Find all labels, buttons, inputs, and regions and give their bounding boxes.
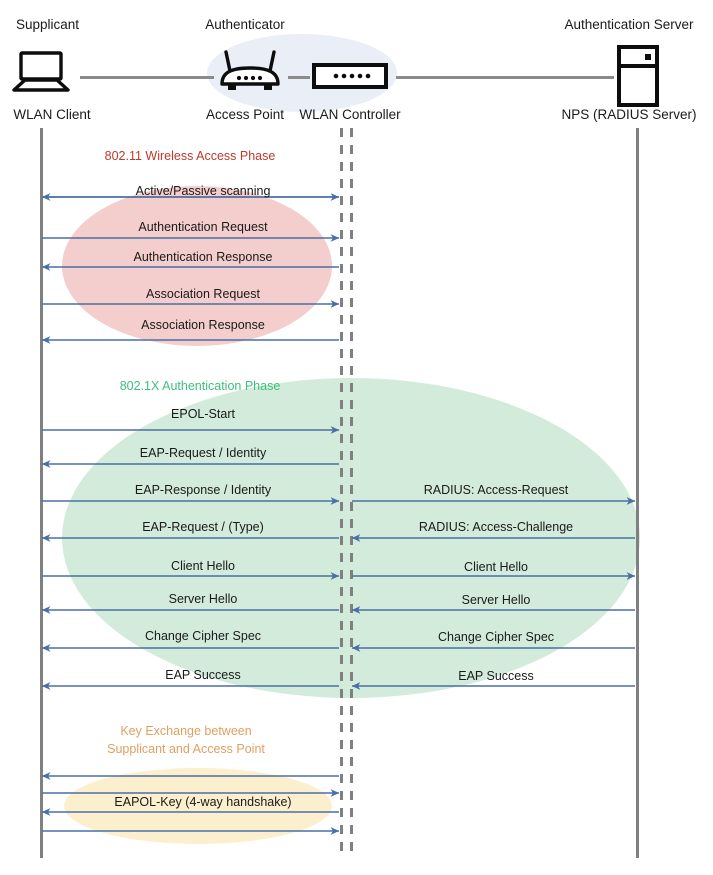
label-radius-access-challenge: RADIUS: Access-Challenge <box>418 520 574 534</box>
actor-auth-server-role: Authentication Server <box>564 17 694 32</box>
label-server-hello-left: Server Hello <box>168 592 238 606</box>
actor-supplicant-name-wrap: WLAN Client <box>0 108 104 122</box>
label-eap-request-identity: EAP-Request / Identity <box>139 446 267 460</box>
label-association-response: Association Response <box>141 318 265 332</box>
wire-controller-to-server <box>396 76 614 79</box>
actor-access-point: Authenticator <box>190 18 300 32</box>
actor-access-point-name: Access Point <box>205 107 285 122</box>
label-association-request: Association Request <box>146 287 260 301</box>
label-change-cipher-spec-right: Change Cipher Spec <box>437 630 555 644</box>
label-eap-request-type: EAP-Request / (Type) <box>142 520 264 534</box>
actor-auth-server-name: NPS (RADIUS Server) <box>561 107 697 122</box>
label-client-hello-right: Client Hello <box>464 560 528 574</box>
wire-ap-to-controller <box>288 76 310 79</box>
label-eap-success-left: EAP Success <box>165 668 241 682</box>
label-radius-access-request: RADIUS: Access-Request <box>423 483 569 497</box>
actor-wlan-controller-name: WLAN Controller <box>299 107 401 122</box>
phase-802-1x-arrows <box>41 426 636 690</box>
wlan-controller-icon <box>312 62 388 97</box>
actor-wlan-controller-name-wrap: WLAN Controller <box>295 108 405 122</box>
phase-key-exchange-arrows <box>41 772 340 835</box>
label-eapol-start: EPOL-Start <box>171 407 235 421</box>
actor-supplicant-role: Supplicant <box>15 17 80 32</box>
label-eap-response-identity: EAP-Response / Identity <box>134 483 272 497</box>
actor-supplicant-name: WLAN Client <box>13 107 91 122</box>
phase-802-11-title: 802.11 Wireless Access Phase <box>104 149 276 163</box>
lifeline-supplicant <box>40 128 43 858</box>
wireless-access-point-icon <box>214 48 286 99</box>
server-rack-icon <box>616 45 660 112</box>
phase-802-11-ellipse <box>62 186 332 346</box>
lifeline-access-point <box>340 128 343 858</box>
phase-802-1x-title: 802.1X Authentication Phase <box>119 379 281 393</box>
label-active-passive-scanning: Active/Passive scanning <box>135 184 271 198</box>
wire-client-to-ap <box>80 76 214 79</box>
label-eapol-key-handshake: EAPOL-Key (4-way handshake) <box>114 795 292 809</box>
lifeline-wlan-controller <box>350 128 353 858</box>
label-server-hello-right: Server Hello <box>461 593 531 607</box>
label-authentication-request: Authentication Request <box>138 220 268 234</box>
actor-supplicant: Supplicant <box>0 18 95 32</box>
phase-802-11-arrows <box>41 193 340 344</box>
phase-key-exchange-title-line2: Supplicant and Access Point <box>107 742 265 756</box>
actor-access-point-role: Authenticator <box>205 17 285 32</box>
laptop-icon <box>12 50 72 100</box>
label-authentication-response: Authentication Response <box>133 250 273 264</box>
label-client-hello-left: Client Hello <box>171 559 235 573</box>
phase-key-exchange-title-line1: Key Exchange between <box>120 724 252 738</box>
actor-auth-server: Authentication Server <box>545 18 713 32</box>
label-change-cipher-spec-left: Change Cipher Spec <box>144 629 262 643</box>
label-eap-success-right: EAP Success <box>458 669 534 683</box>
actor-access-point-name-wrap: Access Point <box>190 108 300 122</box>
lifeline-auth-server <box>636 128 639 858</box>
actor-auth-server-name-wrap: NPS (RADIUS Server) <box>545 108 713 122</box>
